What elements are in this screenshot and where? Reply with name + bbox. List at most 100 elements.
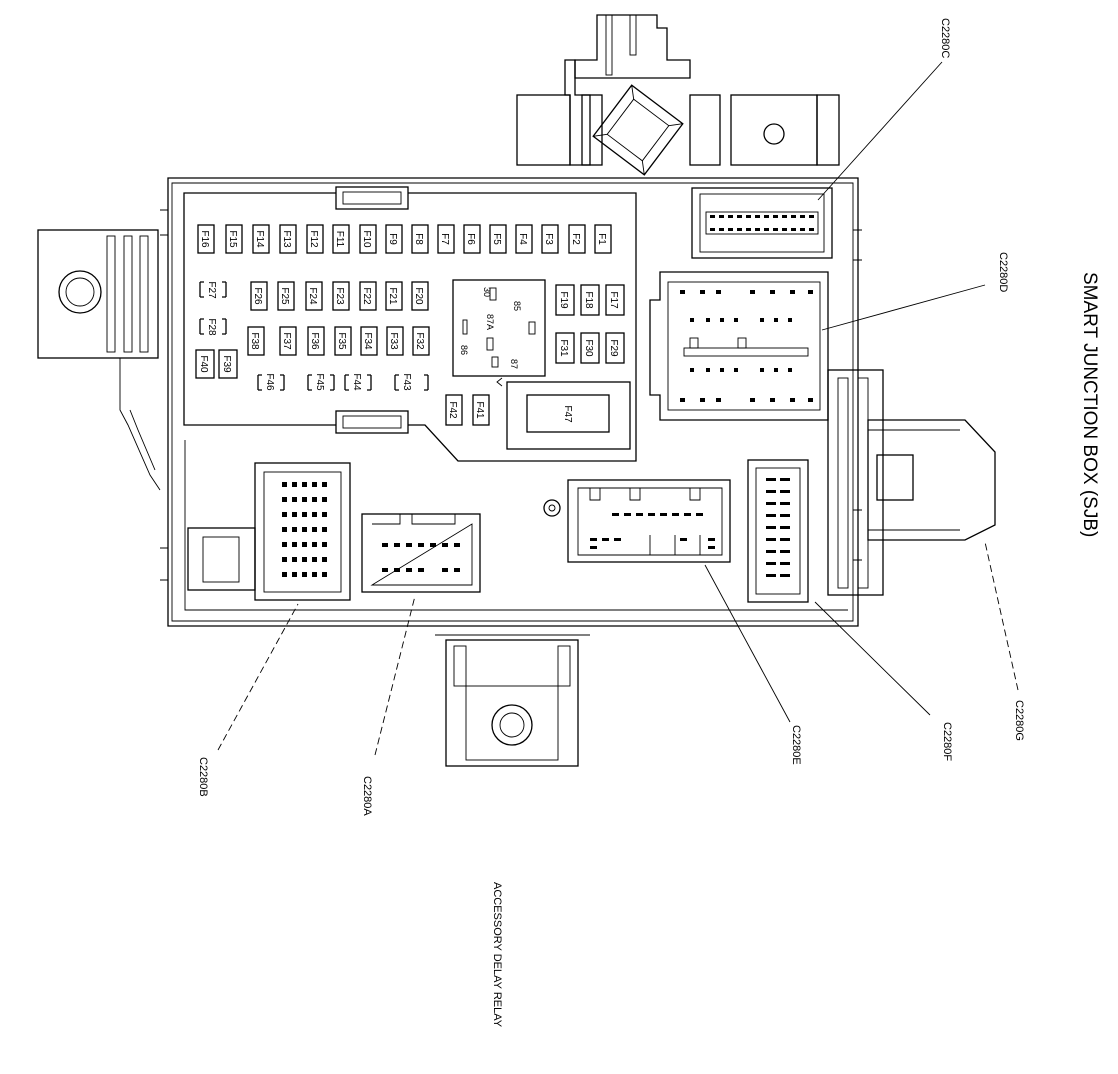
fuse-f24[interactable]: F24	[305, 281, 323, 311]
connector-c2280d[interactable]	[649, 271, 829, 421]
fuse-label: F16	[199, 230, 210, 248]
fuse-label: F9	[387, 233, 398, 245]
relay-pin	[491, 356, 499, 368]
connector-labels: C2280C C2280D C2280G C2280F C2280E C2280…	[197, 18, 1025, 816]
fuse-f4[interactable]: F4	[515, 224, 533, 254]
fuse-f20[interactable]: F20	[411, 281, 429, 311]
relay-arrow	[496, 377, 503, 387]
fuse-f39[interactable]: F39	[218, 349, 238, 379]
fuse-f14[interactable]: F14	[252, 224, 270, 254]
connector-pins	[710, 215, 814, 231]
fuse-f12[interactable]: F12	[306, 224, 324, 254]
connector-c2280b[interactable]	[187, 462, 351, 601]
fuse-f18[interactable]: F18	[580, 284, 600, 316]
fuse-f41[interactable]: F41	[472, 394, 490, 426]
fuse-label: F38	[249, 332, 260, 350]
connector-c2280c[interactable]	[691, 187, 833, 259]
fuse-f26[interactable]: F26	[250, 281, 268, 311]
fuse-f35[interactable]: F35	[334, 326, 352, 356]
fuse-f43[interactable]: F43	[394, 373, 429, 391]
fuse-label: F28	[206, 318, 217, 336]
fuse-label: F11	[334, 231, 345, 248]
connector-c2280g[interactable]	[827, 369, 996, 596]
connector-pins	[766, 478, 790, 577]
diagram-title: SMART JUNCTION BOX (SJB)	[1079, 272, 1100, 537]
fuse-f45[interactable]: F45	[307, 373, 335, 391]
fuse-f22[interactable]: F22	[359, 281, 377, 311]
fuse-f31[interactable]: F31	[555, 332, 575, 364]
connector-c2280e[interactable]	[543, 479, 731, 563]
fuse-label: F24	[307, 287, 318, 305]
label-c2280a: C2280A	[361, 776, 373, 816]
fuse-f42[interactable]: F42	[445, 394, 463, 426]
relay-terminal-86: 86	[459, 345, 469, 355]
fuse-f37[interactable]: F37	[279, 326, 297, 356]
fuse-f36[interactable]: F36	[307, 326, 325, 356]
fuse-label: F32	[414, 332, 425, 350]
label-c2280b: C2280B	[197, 757, 209, 797]
connector-c2280a[interactable]	[361, 513, 481, 593]
fuse-label: F29	[608, 339, 619, 357]
fuse-f33[interactable]: F33	[386, 326, 404, 356]
label-c2280g: C2280G	[1013, 700, 1025, 741]
fuse-label: F5	[491, 233, 502, 245]
fuse-f13[interactable]: F13	[279, 224, 297, 254]
fuse-f23[interactable]: F23	[332, 281, 350, 311]
fuse-label: F36	[309, 332, 320, 350]
fuse-f19[interactable]: F19	[555, 284, 575, 316]
fuse-label: F34	[362, 332, 373, 350]
fuse-f40[interactable]: F40	[195, 349, 215, 379]
fuse-f2[interactable]: F2	[568, 224, 586, 254]
fuse-label: F4	[517, 233, 528, 245]
fuse-panel	[183, 186, 637, 462]
fuse-label: F27	[206, 281, 217, 299]
fuse-label: F7	[439, 233, 450, 245]
fuse-f44[interactable]: F44	[344, 373, 372, 391]
fuse-f15[interactable]: F15	[225, 224, 243, 254]
fuse-f21[interactable]: F21	[385, 281, 403, 311]
fuse-label: F13	[281, 230, 292, 248]
fuse-f38[interactable]: F38	[247, 326, 265, 356]
fuse-f16[interactable]: F16	[197, 224, 215, 254]
leader-c2280c	[817, 61, 943, 201]
fuse-f1[interactable]: F1	[594, 224, 612, 254]
fuse-f7[interactable]: F7	[437, 224, 455, 254]
fuse-label: F30	[583, 339, 594, 357]
mini-fuses-a: F27 F28	[199, 281, 227, 336]
fuse-f34[interactable]: F34	[360, 326, 378, 356]
fuse-label: F39	[221, 355, 232, 373]
relay-terminal-87: 87	[509, 359, 519, 369]
fuse-f10[interactable]: F10	[359, 224, 377, 254]
connector-pins	[382, 543, 460, 572]
relay-pin	[489, 287, 497, 301]
fuse-label: F18	[583, 291, 594, 309]
fuse-label: F45	[314, 373, 325, 391]
label-c2280d: C2280D	[997, 252, 1009, 292]
fuse-f8[interactable]: F8	[411, 224, 429, 254]
fuse-f32[interactable]: F32	[412, 326, 430, 356]
fuse-label: F10	[361, 230, 372, 248]
fuse-f30[interactable]: F30	[580, 332, 600, 364]
sjb-housing	[160, 177, 862, 627]
fuse-f28[interactable]: F28	[199, 318, 227, 336]
fuse-f25[interactable]: F25	[277, 281, 295, 311]
fuse-label: F17	[608, 291, 619, 309]
fuse-f27[interactable]: F27	[199, 281, 227, 299]
fuse-f5[interactable]: F5	[489, 224, 507, 254]
fuse-f9[interactable]: F9	[385, 224, 403, 254]
fuse-f47[interactable]: F47	[506, 381, 631, 450]
leader-c2280d	[821, 284, 986, 331]
fuse-f46[interactable]: F46	[257, 373, 285, 391]
fuse-label: F40	[198, 355, 209, 373]
fuse-f29[interactable]: F29	[605, 332, 625, 364]
fuse-f17[interactable]: F17	[605, 284, 625, 316]
fuse-label: F33	[388, 332, 399, 350]
connector-c2280f[interactable]	[747, 459, 809, 603]
fuse-label: F41	[474, 401, 485, 419]
fuse-f11[interactable]: F11	[332, 224, 350, 254]
fuse-f3[interactable]: F3	[541, 224, 559, 254]
fuse-f6[interactable]: F6	[463, 224, 481, 254]
accessory-delay-relay[interactable]: 30 85 87A 86 87	[452, 279, 546, 387]
fuse-row-three: F38 F37 F36 F35 F34 F33 F32	[247, 326, 430, 356]
